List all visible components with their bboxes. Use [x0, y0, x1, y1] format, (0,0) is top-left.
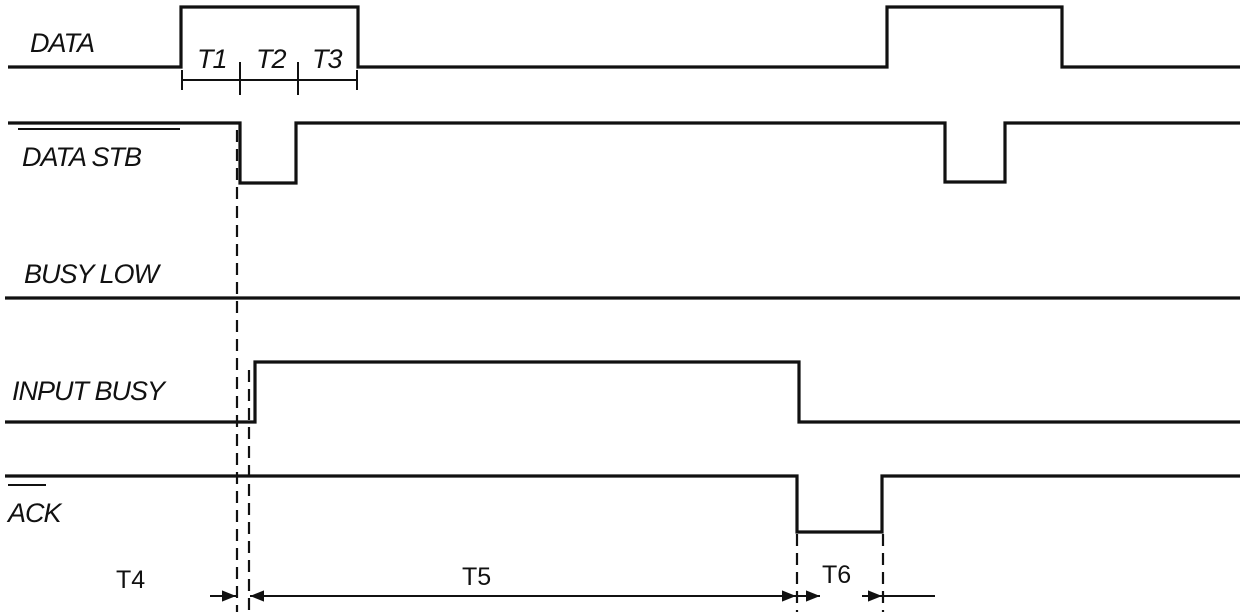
timing-label-t5: T5: [462, 563, 491, 591]
signal-label-ack: ACK: [6, 498, 63, 528]
timing-label-t3: T3: [312, 44, 342, 74]
timing-label-t1: T1: [197, 44, 227, 74]
timing-label-t4: T4: [116, 566, 145, 594]
signal-label-busy-low: BUSY LOW: [24, 259, 162, 289]
signal-label-data: DATA: [30, 28, 94, 58]
signal-label-data-stb: DATA STB: [22, 142, 142, 172]
waveform-data-stb: [8, 121, 1240, 185]
waveform-ack: [5, 474, 1240, 534]
waveform-input-busy: [5, 360, 1240, 424]
waveform-data: [8, 5, 1240, 69]
signal-label-input-busy: INPUT BUSY: [12, 376, 167, 406]
timing-label-t2: T2: [256, 44, 286, 74]
timing-label-t6: T6: [822, 561, 851, 589]
